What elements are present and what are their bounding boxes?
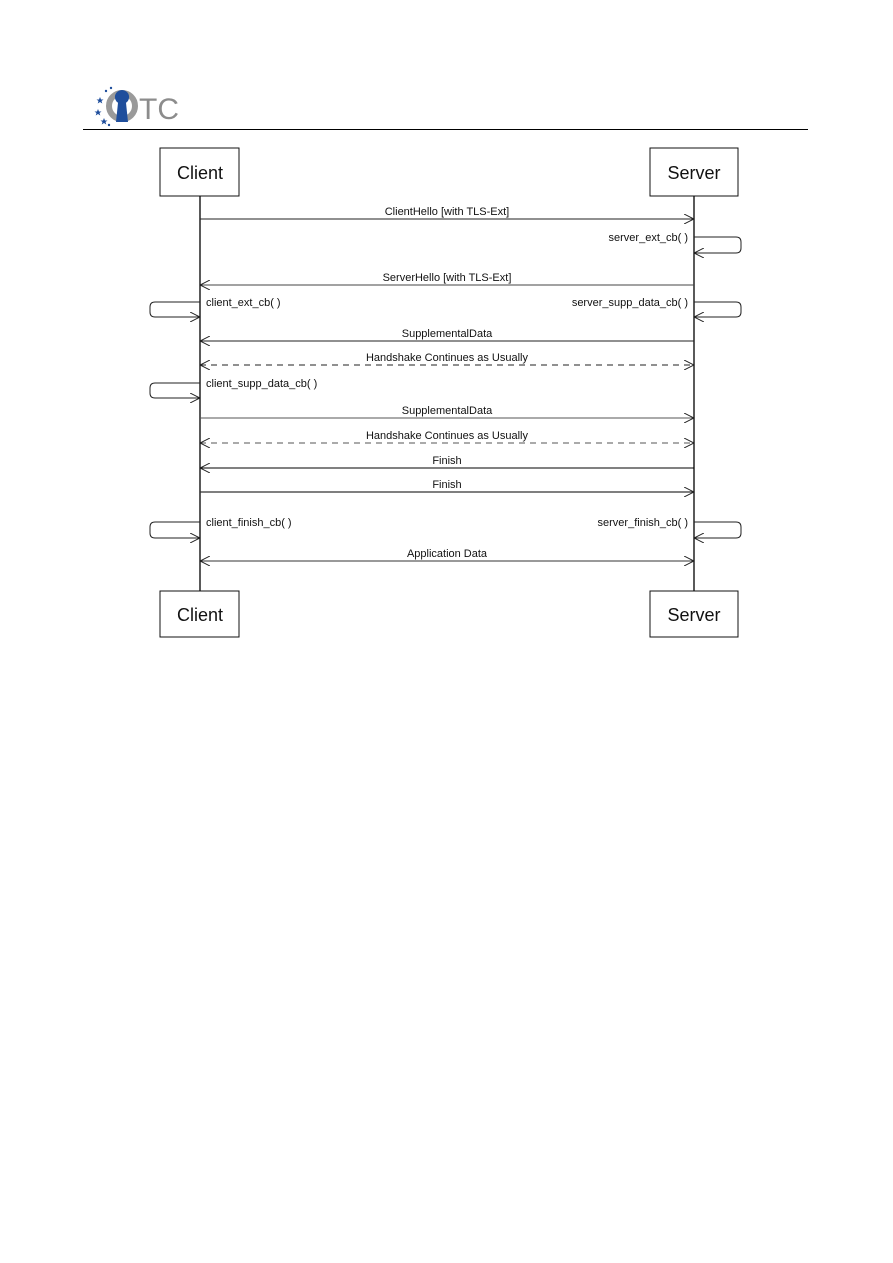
client-box-label: Client bbox=[177, 605, 223, 625]
svg-text:Finish: Finish bbox=[432, 479, 461, 491]
svg-text:ClientHello [with TLS-Ext]: ClientHello [with TLS-Ext] bbox=[385, 206, 510, 218]
svg-text:client_finish_cb( ): client_finish_cb( ) bbox=[206, 517, 292, 529]
message-handshake-continues-2: Handshake Continues as Usually bbox=[200, 430, 694, 443]
itc-logo: TC bbox=[92, 84, 188, 128]
message-serverhello: ServerHello [with TLS-Ext] bbox=[200, 272, 694, 285]
svg-text:Finish: Finish bbox=[432, 455, 461, 467]
message-finish-server: Finish bbox=[200, 455, 694, 468]
svg-text:server_ext_cb( ): server_ext_cb( ) bbox=[609, 232, 688, 244]
svg-text:server_finish_cb( ): server_finish_cb( ) bbox=[598, 517, 688, 529]
self-call-client-supp-data-cb: client_supp_data_cb( ) bbox=[149, 378, 317, 398]
keyhole-icon bbox=[114, 89, 130, 122]
self-call-server-supp-data-cb: server_supp_data_cb( ) bbox=[572, 297, 742, 317]
keyhole-stars-logo-icon: TC bbox=[94, 86, 179, 127]
message-handshake-continues-1: Handshake Continues as Usually bbox=[200, 352, 694, 365]
svg-text:Handshake Continues as Usually: Handshake Continues as Usually bbox=[366, 352, 529, 364]
server-box-bottom: Server bbox=[649, 590, 739, 638]
stars-icon bbox=[94, 86, 113, 127]
svg-text:Handshake Continues as Usually: Handshake Continues as Usually bbox=[366, 430, 529, 442]
svg-text:Application Data: Application Data bbox=[407, 548, 488, 560]
self-call-client-ext-cb: client_ext_cb( ) bbox=[149, 297, 281, 317]
self-call-server-ext-cb: server_ext_cb( ) bbox=[609, 232, 742, 253]
message-finish-client: Finish bbox=[200, 479, 694, 492]
message-supplementaldata-client: SupplementalData bbox=[200, 405, 694, 418]
svg-text:client_supp_data_cb( ): client_supp_data_cb( ) bbox=[206, 378, 317, 390]
server-box-label: Server bbox=[667, 605, 720, 625]
svg-text:SupplementalData: SupplementalData bbox=[402, 328, 493, 340]
header-divider bbox=[83, 129, 808, 130]
message-application-data: Application Data bbox=[200, 548, 694, 561]
sequence-diagram: Client Server Client Server ClientHello … bbox=[149, 147, 742, 638]
message-supplementaldata-server: SupplementalData bbox=[200, 328, 694, 341]
self-call-client-finish-cb: client_finish_cb( ) bbox=[149, 517, 292, 538]
svg-text:client_ext_cb( ): client_ext_cb( ) bbox=[206, 297, 281, 309]
svg-text:ServerHello [with TLS-Ext]: ServerHello [with TLS-Ext] bbox=[383, 272, 512, 284]
self-call-server-finish-cb: server_finish_cb( ) bbox=[598, 517, 742, 538]
logo-text: TC bbox=[139, 93, 179, 126]
server-box-top: Server bbox=[649, 147, 739, 197]
client-box-label: Client bbox=[177, 163, 223, 183]
client-box-bottom: Client bbox=[159, 590, 240, 638]
server-box-label: Server bbox=[667, 163, 720, 183]
client-box-top: Client bbox=[159, 147, 240, 197]
message-clienthello: ClientHello [with TLS-Ext] bbox=[200, 206, 694, 219]
svg-text:server_supp_data_cb( ): server_supp_data_cb( ) bbox=[572, 297, 688, 309]
svg-text:SupplementalData: SupplementalData bbox=[402, 405, 493, 417]
